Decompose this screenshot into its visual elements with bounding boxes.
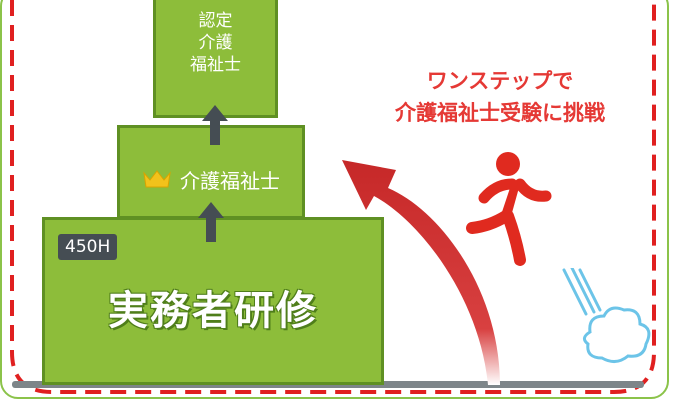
step-top-line-2: 介護 [198,33,233,53]
step-top-label: 認定 介護 福祉士 [156,10,275,76]
step-middle-label: 介護福祉士 [180,168,280,193]
headline-line-2: 介護福祉士受験に挑戦 [395,101,605,125]
curved-arrow-icon [342,160,500,385]
crown-icon [143,170,171,188]
step-bottom-label: 実務者研修 [108,288,318,334]
up-arrow-icon [202,105,228,145]
dust-cloud-icon [562,268,651,363]
running-person-icon [466,152,552,266]
step-top-block: 認定 介護 福祉士 [153,0,278,118]
step-top-line-1: 認定 [198,11,233,31]
step-middle-label-row: 介護福祉士 [120,166,302,193]
step-top-line-3: 福祉士 [190,55,241,75]
headline-line-1: ワンステップで [426,69,574,93]
hours-badge: 450H [58,234,118,260]
up-arrow-icon [198,202,224,242]
